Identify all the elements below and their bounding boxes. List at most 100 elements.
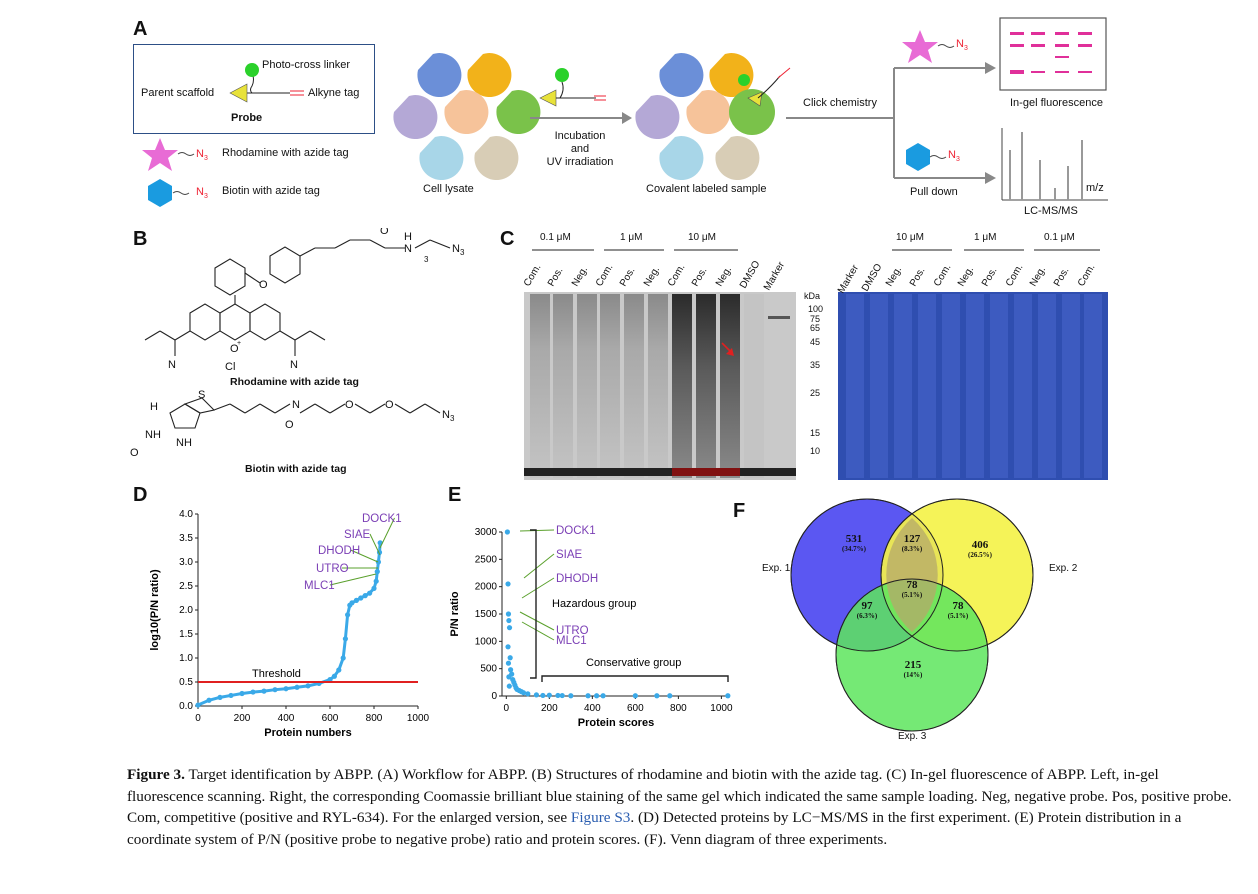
label-leader — [369, 533, 381, 556]
venn-region-2and3: 78(5.1%) — [947, 600, 969, 621]
panel-d-label: D — [133, 484, 148, 506]
y-tick-label: 500 — [480, 664, 497, 675]
caption-text-1: Target identification by ABPP. (A) Workf… — [127, 766, 1232, 827]
marker: 65 — [810, 323, 821, 333]
azide-label-3: N3 — [956, 38, 968, 53]
x-tick-label: 1000 — [710, 703, 733, 714]
photo-linker-icon — [245, 63, 259, 77]
venn-region-1and3: 97(6.3%) — [856, 600, 878, 621]
protein-label: SIAE — [344, 529, 371, 541]
data-point — [555, 692, 561, 699]
c-rgroup-1: 10 μM — [896, 232, 924, 243]
protein-label: UTRO — [556, 625, 589, 637]
rhodamine-tag-label: Rhodamine with azide tag — [222, 147, 349, 159]
ms-spectrum — [1001, 128, 1108, 201]
x-axis-label: Protein scores — [578, 717, 654, 729]
hazardous-bracket — [530, 529, 537, 679]
protein-label: MLC1 — [304, 580, 335, 592]
protein-label: DHODH — [556, 573, 598, 585]
protein-label: MLC1 — [556, 635, 587, 647]
in-gel-label: In-gel fluorescence — [1010, 97, 1103, 109]
c-group-2: 1 μM — [620, 232, 643, 243]
venn-diagram — [790, 498, 1034, 732]
venn-region-only2: 406(26.5%) — [968, 539, 992, 560]
y-tick-label: 1.5 — [179, 629, 193, 640]
alkyne-tag-label: Alkyne tag — [308, 87, 360, 99]
marker: 25 — [810, 388, 821, 398]
cell-lysate-label: Cell lysate — [423, 183, 474, 195]
label-leader — [521, 577, 555, 599]
y-tick-label: 1000 — [475, 636, 498, 647]
repeat-3: 3 — [424, 255, 429, 264]
marker: 75 — [810, 314, 821, 324]
biotin-hexagon-icon — [148, 179, 172, 207]
data-point — [568, 693, 574, 699]
atom-cl: Cl — [225, 361, 235, 373]
azide-label-1: N3 — [196, 148, 208, 163]
data-point — [506, 683, 512, 689]
x-tick-label: 600 — [627, 703, 644, 714]
atom-n3-2: N — [442, 409, 450, 421]
caption-lead: Figure 3. — [127, 766, 185, 783]
venn-label-exp1: Exp. 1 — [762, 563, 791, 574]
data-point — [506, 625, 513, 631]
data-point — [540, 692, 546, 699]
x-tick-label: 800 — [670, 703, 687, 714]
atom-sub-1: 3 — [460, 248, 465, 257]
azide-label-2: N3 — [196, 186, 208, 201]
panel-f-label: F — [733, 500, 746, 522]
label-leader — [521, 621, 555, 641]
rhodamine-star-icon — [142, 138, 178, 171]
label-leader — [519, 529, 555, 532]
y-axis-label: log10(P/N ratio) — [149, 569, 161, 651]
atom-nh-1: NH — [176, 437, 192, 449]
atom-n-4: N — [292, 399, 300, 411]
protein-label: DOCK1 — [362, 513, 402, 525]
atom-o-5: O — [285, 419, 294, 431]
venn-region-only3: 215(14%) — [903, 659, 923, 680]
y-axis-label: P/N ratio — [449, 591, 461, 637]
venn-label-exp2: Exp. 2 — [1049, 563, 1078, 574]
c-group-3: 10 μM — [688, 232, 716, 243]
c-rgroup-3: 0.1 μM — [1044, 232, 1075, 243]
panel-a-diagram — [142, 17, 1108, 207]
data-point — [585, 693, 591, 699]
panel-b-label: B — [133, 228, 148, 250]
x-tick-label: 1000 — [407, 713, 430, 724]
x-tick-label: 800 — [366, 713, 383, 724]
venn-region-1and2: 127(8.3%) — [901, 533, 923, 554]
photo-cross-linker-label: Photo-cross linker — [262, 59, 351, 71]
marker: 35 — [810, 360, 821, 370]
atom-sub-2: 3 — [450, 414, 455, 423]
cell-lysate-proteins — [393, 53, 541, 181]
y-tick-label: 3000 — [475, 527, 498, 538]
label-leader — [519, 611, 555, 631]
y-tick-label: 0 — [491, 691, 497, 702]
rhodamine-caption: Rhodamine with azide tag — [230, 376, 359, 388]
data-point — [654, 693, 660, 699]
x-tick-label: 400 — [278, 713, 295, 724]
caption-text-2: . (D) Detected proteins by LC−MS/MS in t… — [127, 809, 1182, 848]
y-tick-label: 0.0 — [179, 701, 193, 712]
marker: 15 — [810, 428, 821, 438]
probe-label: Probe — [231, 112, 263, 124]
label-leader — [350, 549, 379, 563]
marker: 45 — [810, 337, 821, 347]
kda-label: kDa — [804, 291, 821, 301]
c-group-1: 0.1 μM — [540, 232, 571, 243]
data-point — [559, 692, 565, 699]
atom-o-7: O — [385, 399, 394, 411]
data-point — [505, 581, 511, 587]
protein-label: SIAE — [556, 549, 583, 561]
in-gel-box — [999, 17, 1107, 91]
data-point — [507, 655, 513, 661]
biotin-caption: Biotin with azide tag — [245, 463, 347, 475]
caption-figure-link[interactable]: Figure S3 — [570, 809, 631, 827]
pull-down-label: Pull down — [910, 186, 958, 198]
data-curve — [197, 542, 382, 707]
threshold-label: Threshold — [252, 668, 301, 680]
y-tick-label: 2.5 — [179, 581, 193, 592]
probe-box — [133, 44, 375, 134]
fluorescence-lanes — [524, 294, 796, 478]
